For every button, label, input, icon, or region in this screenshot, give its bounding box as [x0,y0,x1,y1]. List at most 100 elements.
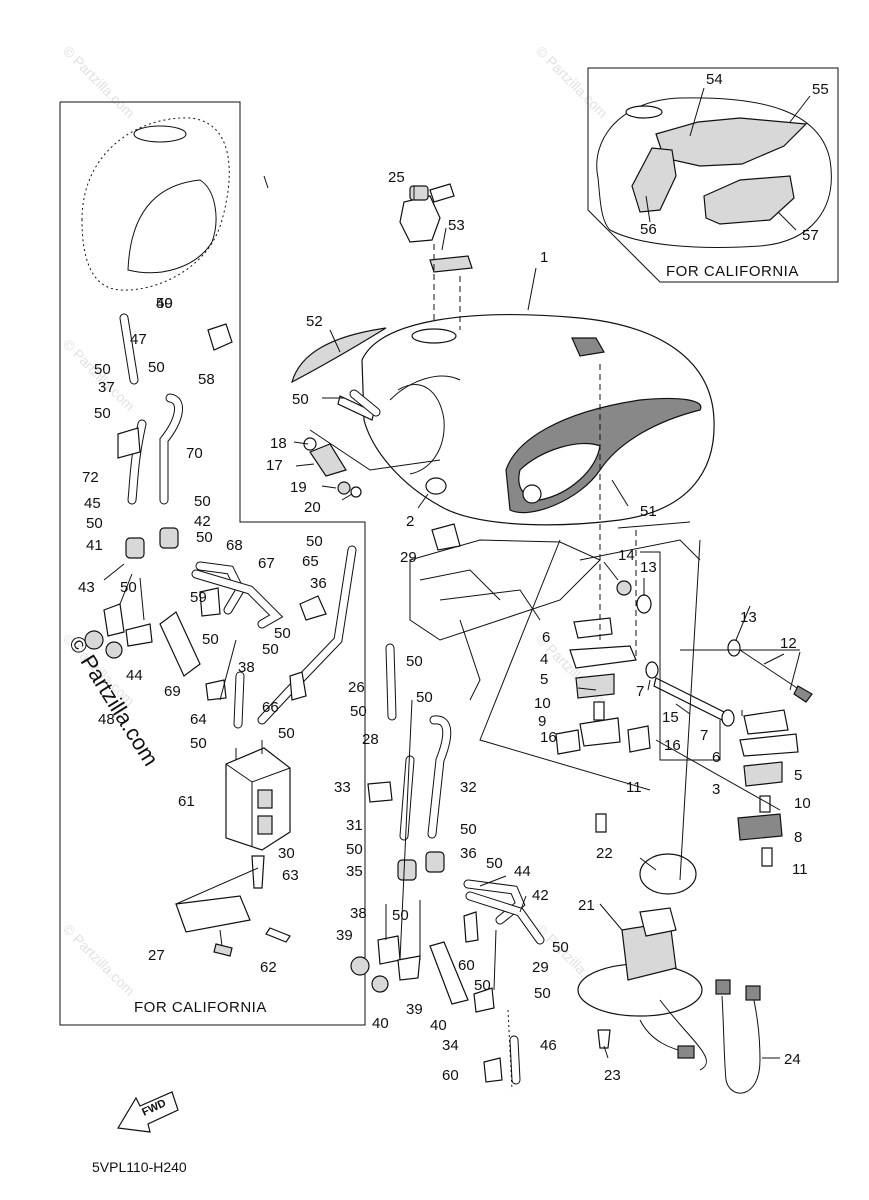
part-label: 66 [262,699,279,716]
part-label: 50 [416,689,433,706]
part-label: 50 [202,631,219,648]
part-label: 20 [304,499,321,516]
part-label: 5 [794,767,802,784]
part-label: 51 [640,503,657,520]
part-label: 65 [302,553,319,570]
part-label: 23 [604,1067,621,1084]
clamps [117,323,503,1083]
part-label: 30 [278,845,295,862]
part-label: 22 [596,845,613,862]
part-label: 50 [392,907,409,924]
part-label: 48 [98,711,115,728]
part-label: 38 [238,659,255,676]
part-label: 40 [430,1017,447,1034]
california-left-frame [59,101,366,1026]
part-label: 50 [86,515,103,532]
part-label: 17 [266,457,283,474]
fwd-arrow-icon: FWD [117,1091,179,1133]
part-label: 7 [700,727,708,744]
part-label: 37 [98,379,115,396]
part-label: 18 [270,435,287,452]
part-label: 54 [706,71,723,88]
part-label: 59 [190,589,207,606]
california-inset-label: FOR CALIFORNIA [666,263,799,280]
wire-harness [721,989,761,1094]
part-label: 45 [84,495,101,512]
part-label: 50 [190,735,207,752]
pump-gasket [639,853,697,895]
part-label: 69 [164,683,181,700]
hoses [119,313,545,1085]
part-label: 50 [346,841,363,858]
part-label: 14 [618,547,635,564]
part-label: 24 [784,1051,801,1068]
part-label: 50 [350,703,367,720]
motorcycle-frame [409,521,701,701]
valves [125,527,445,881]
part-label: 50 [460,821,477,838]
part-label: 3 [712,781,720,798]
part-label: 60 [442,1067,459,1084]
part-label: 49 [156,295,173,312]
part-label: 44 [514,863,531,880]
clip-labels: 50 50 50 50 50 50 50 50 50 50 50 50 50 5… [86,295,569,1002]
part-label: 27 [148,947,165,964]
part-label: 68 [226,537,243,554]
part-label: 50 [552,939,569,956]
hardware [84,437,813,1049]
part-label: 53 [448,217,465,234]
part-label: 10 [794,795,811,812]
part-label: 15 [662,709,679,726]
part-label: 46 [540,1037,557,1054]
part-label: 56 [640,221,657,238]
part-label: 70 [186,445,203,462]
harness-connector [745,985,761,1001]
part-label: 1 [540,249,548,266]
label-54-shape [429,255,473,273]
part-label: 4 [540,651,548,668]
part-label: 61 [178,793,195,810]
part-label: 19 [290,479,307,496]
part-label: 29 [532,959,549,976]
part-label: 36 [460,845,477,862]
part-label: 13 [640,559,657,576]
part-label: 11 [792,861,808,878]
part-label: 10 [534,695,551,712]
main-fuel-tank [291,314,715,526]
reference-lines [103,244,800,1091]
part-label: 34 [442,1037,459,1054]
california-left-label: FOR CALIFORNIA [134,999,267,1016]
part-label: 6 [542,629,550,646]
part-label: 50 [274,625,291,642]
part-label: 60 [458,957,475,974]
part-label: 44 [126,667,143,684]
part-label: 50 [94,361,111,378]
part-label: 32 [460,779,477,796]
part-label: 50 [292,391,309,408]
part-label: 29 [400,549,417,566]
part-label: 58 [198,371,215,388]
watermark-text: © Partzilla.com [60,43,138,121]
part-label: 50 [120,579,137,596]
watermark-text: © Partzilla.com [533,43,611,121]
part-label: 5 [540,671,548,688]
watermark-text: © Partzilla.com [60,921,138,999]
part-label: 50 [194,493,211,510]
part-label: 16 [664,737,681,754]
part-label: 50 [474,977,491,994]
part-label: 11 [626,779,642,796]
charcoal-canister [225,747,291,851]
part-label: 43 [78,579,95,596]
part-label: 25 [388,169,405,186]
part-label: 50 [306,533,323,550]
california-inset-frame [587,67,839,283]
part-label: 13 [740,609,757,626]
leader-lines [263,87,811,1059]
part-label: 21 [578,897,595,914]
part-label: 8 [794,829,802,846]
part-label: 52 [306,313,323,330]
part-label: 33 [334,779,351,796]
part-label: 28 [362,731,379,748]
part-label: 2 [406,513,414,530]
